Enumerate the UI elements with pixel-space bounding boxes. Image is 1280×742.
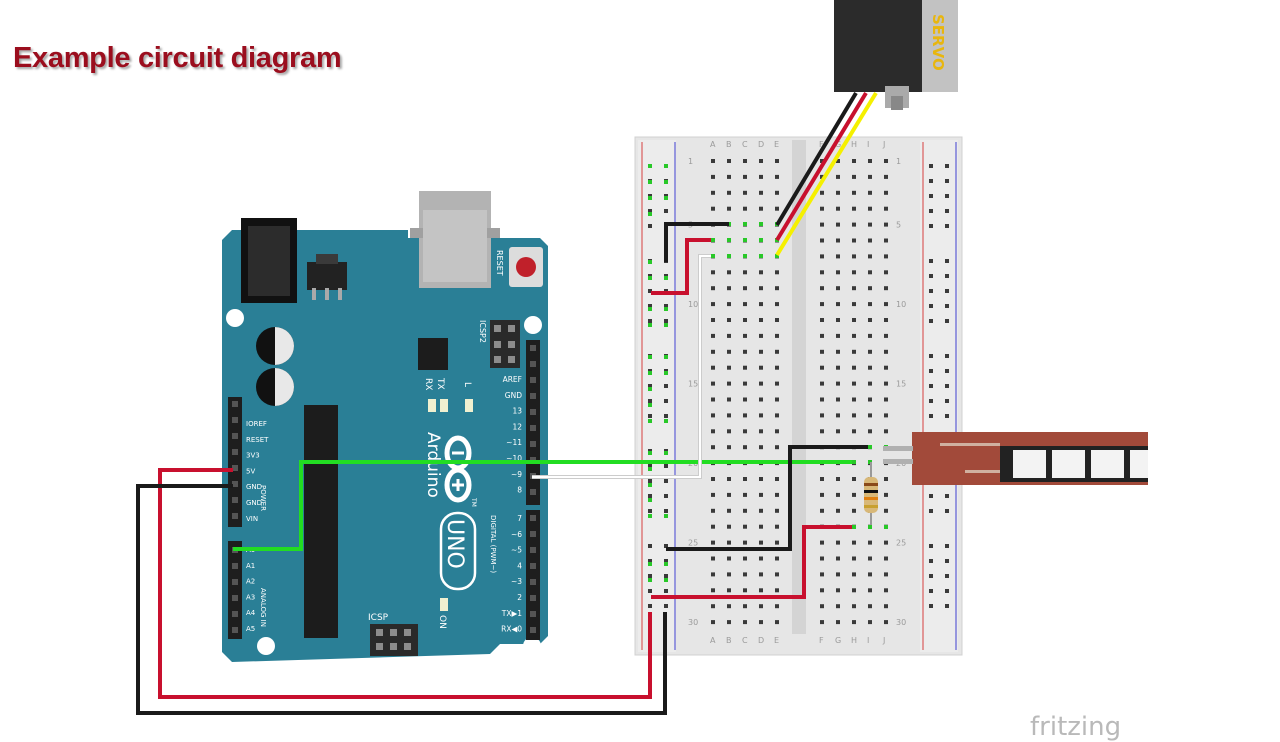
column-label: B — [726, 140, 732, 149]
svg-text:ON: ON — [437, 615, 447, 629]
row-number: 5 — [896, 221, 901, 230]
svg-text:RESET: RESET — [495, 250, 504, 276]
servo-motor: SERVO — [834, 0, 958, 110]
servo-label: SERVO — [929, 14, 947, 71]
row-number: 1 — [896, 157, 901, 166]
column-label: D — [758, 636, 764, 645]
column-label: G — [835, 636, 841, 645]
power-pin-label: VIN — [246, 515, 258, 523]
arduino-uno-board: RESET ICSP2 ICSP RX TX L ON — [222, 191, 548, 662]
svg-text:ICSP: ICSP — [368, 613, 389, 623]
digital-pin-label: ~10 — [506, 454, 522, 463]
power-pin-label: RESET — [246, 436, 269, 444]
power-pin-label: IOREF — [246, 420, 267, 428]
column-label: A — [710, 636, 716, 645]
wires — [136, 91, 878, 715]
analog-pin-label: A3 — [246, 593, 255, 601]
row-number: 15 — [688, 380, 698, 389]
digital-pin-label: AREF — [503, 375, 522, 384]
row-number: 30 — [688, 618, 698, 627]
column-label: I — [867, 140, 869, 149]
power-pin-label: GND — [246, 483, 262, 491]
svg-text:TX: TX — [435, 377, 445, 390]
svg-text:Arduino: Arduino — [423, 432, 443, 498]
column-label: D — [758, 140, 764, 149]
column-label: J — [882, 636, 885, 645]
svg-text:ICSP2: ICSP2 — [478, 320, 487, 343]
column-label: H — [851, 140, 857, 149]
column-label: C — [742, 636, 748, 645]
row-number: 10 — [688, 300, 698, 309]
analog-pin-label: A2 — [246, 578, 255, 586]
arduino-logo — [444, 435, 472, 503]
row-number: 15 — [896, 380, 906, 389]
column-label: E — [774, 636, 779, 645]
digital-pin-label: 2 — [517, 593, 522, 602]
resistor — [864, 462, 878, 525]
digital-pin-label: ~6 — [511, 530, 522, 539]
fritzing-watermark: fritzing — [1030, 712, 1122, 742]
row-number: 30 — [896, 618, 906, 627]
digital-pin-label: ~3 — [511, 577, 522, 586]
breadboard: AABBCCDDEEFFGGHHIIJJ11551010151520202525… — [634, 136, 963, 656]
column-label: H — [851, 636, 857, 645]
column-label: F — [819, 636, 824, 645]
column-label: E — [774, 140, 779, 149]
column-label: A — [710, 140, 716, 149]
column-label: B — [726, 636, 732, 645]
analog-pin-label: A5 — [246, 625, 255, 633]
svg-text:POWER: POWER — [259, 485, 267, 511]
svg-text:UNO: UNO — [442, 519, 467, 569]
column-label: G — [835, 140, 841, 149]
flex-sensor — [883, 432, 1148, 485]
digital-pin-label: 7 — [517, 514, 522, 523]
column-label: C — [742, 140, 748, 149]
svg-text:RX: RX — [423, 378, 433, 390]
digital-pin-label: 13 — [512, 407, 522, 416]
digital-pin-label: GND — [505, 391, 522, 400]
digital-pin-label: 12 — [512, 422, 522, 431]
svg-text:ANALOG IN: ANALOG IN — [259, 588, 267, 627]
digital-pin-label: RX◀0 — [501, 625, 522, 634]
power-pin-label: 3V3 — [246, 452, 260, 460]
analog-pin-label: A4 — [246, 609, 256, 617]
digital-pin-label: ~5 — [511, 546, 522, 555]
digital-pin-label: 4 — [517, 561, 522, 570]
column-label: F — [819, 140, 824, 149]
column-label: J — [882, 140, 885, 149]
page-title: Example circuit diagram — [13, 42, 342, 74]
analog-pin-label: A1 — [246, 562, 255, 570]
svg-text:DIGITAL (PWM~): DIGITAL (PWM~) — [489, 515, 497, 573]
row-number: 10 — [896, 300, 906, 309]
svg-text:L: L — [462, 382, 472, 387]
row-number: 25 — [896, 539, 906, 548]
power-pin-label: GND — [246, 499, 262, 507]
power-pin-label: 5V — [246, 467, 255, 475]
digital-pin-label: ~9 — [511, 470, 522, 479]
row-number: 1 — [688, 157, 693, 166]
column-label: I — [867, 636, 869, 645]
digital-pin-label: 8 — [517, 486, 522, 495]
row-number: 25 — [688, 539, 698, 548]
digital-pin-label: ~11 — [506, 438, 522, 447]
digital-pin-label: TX▶1 — [501, 609, 522, 618]
svg-text:TM: TM — [470, 497, 477, 507]
atmega-chip — [304, 405, 338, 638]
